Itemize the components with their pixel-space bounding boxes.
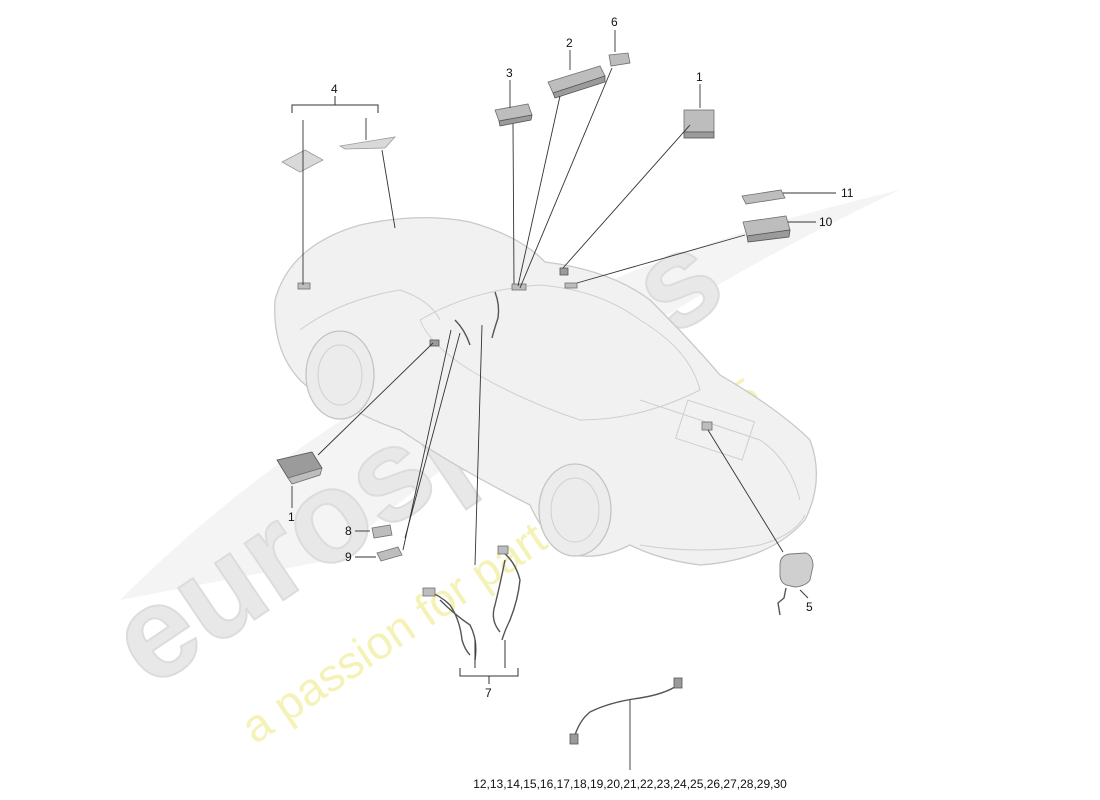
- callout-12-30: 12,13,14,15,16,17,18,19,20,21,22,23,24,2…: [473, 777, 787, 791]
- part-4-pad-left: [281, 149, 324, 173]
- bracket-7: [459, 668, 519, 677]
- part-9-sensor: [376, 546, 403, 562]
- car-hood-line: [299, 289, 441, 331]
- part-8-sensor: [371, 524, 393, 539]
- car-front-wheel: [305, 330, 375, 420]
- callout-7: 7: [485, 686, 492, 700]
- callout-11: 11: [841, 186, 854, 200]
- part-5-cable: [777, 587, 787, 616]
- installed-part-c: [564, 282, 578, 289]
- installed-harness-a: [491, 291, 500, 339]
- installed-part-b: [559, 267, 569, 276]
- callout-3: 3: [506, 66, 513, 80]
- part-7-harness-b: [439, 599, 477, 661]
- leader-9-car: [402, 329, 452, 551]
- part-12-30-connector-b: [569, 733, 579, 745]
- leader-6-car: [519, 67, 613, 289]
- installed-part-e: [297, 282, 311, 290]
- installed-part-rear: [701, 421, 713, 431]
- installed-harness-b: [454, 319, 471, 346]
- callout-1-top: 1: [696, 70, 703, 84]
- callout-4: 4: [331, 82, 338, 96]
- part-7-harness-c: [499, 549, 521, 641]
- part-5-speaker: [779, 552, 814, 588]
- part-12-30-connector-a: [673, 677, 683, 689]
- part-12-30-cable: [574, 684, 679, 736]
- leader-10-car: [576, 234, 746, 284]
- callout-2: 2: [566, 36, 573, 50]
- car-rear-wheel: [538, 463, 612, 557]
- bracket-4: [291, 104, 379, 113]
- car-rear-rim: [550, 477, 600, 543]
- part-6-module: [608, 52, 631, 67]
- part-10-side: [746, 229, 791, 243]
- car-rear-bumper: [639, 514, 806, 551]
- part-1-control-unit: [683, 109, 715, 133]
- car-front-rim: [317, 344, 363, 406]
- leader-1-top-car: [562, 124, 691, 269]
- car-roof: [419, 284, 701, 421]
- leader-8-car: [404, 332, 461, 539]
- part-3-side: [498, 114, 533, 127]
- installed-part-a: [511, 283, 527, 291]
- part-4-pad-right: [338, 136, 397, 150]
- leader-3-car: [512, 123, 515, 285]
- installed-part-d: [429, 339, 440, 347]
- brackets: [291, 96, 519, 684]
- callout-labels: 6 2 3 1 4 11 10 1 8 9 5 7 12,13,14,15,16…: [288, 15, 854, 791]
- part-7-connector-b: [497, 545, 509, 555]
- callout-5: 5: [806, 600, 813, 614]
- part-7-connector-a: [422, 587, 436, 597]
- car-engine-grille: [674, 399, 756, 461]
- leader-5: [799, 589, 809, 599]
- callout-8: 8: [345, 524, 352, 538]
- part-11-lamp: [741, 189, 786, 205]
- part-2-side: [552, 75, 606, 99]
- part-1-control-unit-side: [683, 131, 715, 139]
- car-rear-line: [639, 399, 801, 501]
- part-7-harness-d: [492, 559, 506, 633]
- callout-1-left: 1: [288, 510, 295, 524]
- parts: [276, 52, 814, 745]
- car-body: [274, 217, 818, 566]
- callout-6: 6: [611, 15, 618, 29]
- leader-4-car: [381, 149, 396, 229]
- part-1-module-left-side: [287, 467, 323, 485]
- callout-9: 9: [345, 550, 352, 564]
- callout-10: 10: [819, 215, 833, 229]
- part-7-harness-a: [424, 589, 471, 656]
- leader-1-left-car: [317, 342, 434, 456]
- car-silhouette: [274, 217, 818, 566]
- leader-5-car: [707, 429, 784, 553]
- leader-2-car: [517, 95, 561, 287]
- leader-lines: [291, 30, 836, 770]
- leader-7-car: [474, 324, 483, 566]
